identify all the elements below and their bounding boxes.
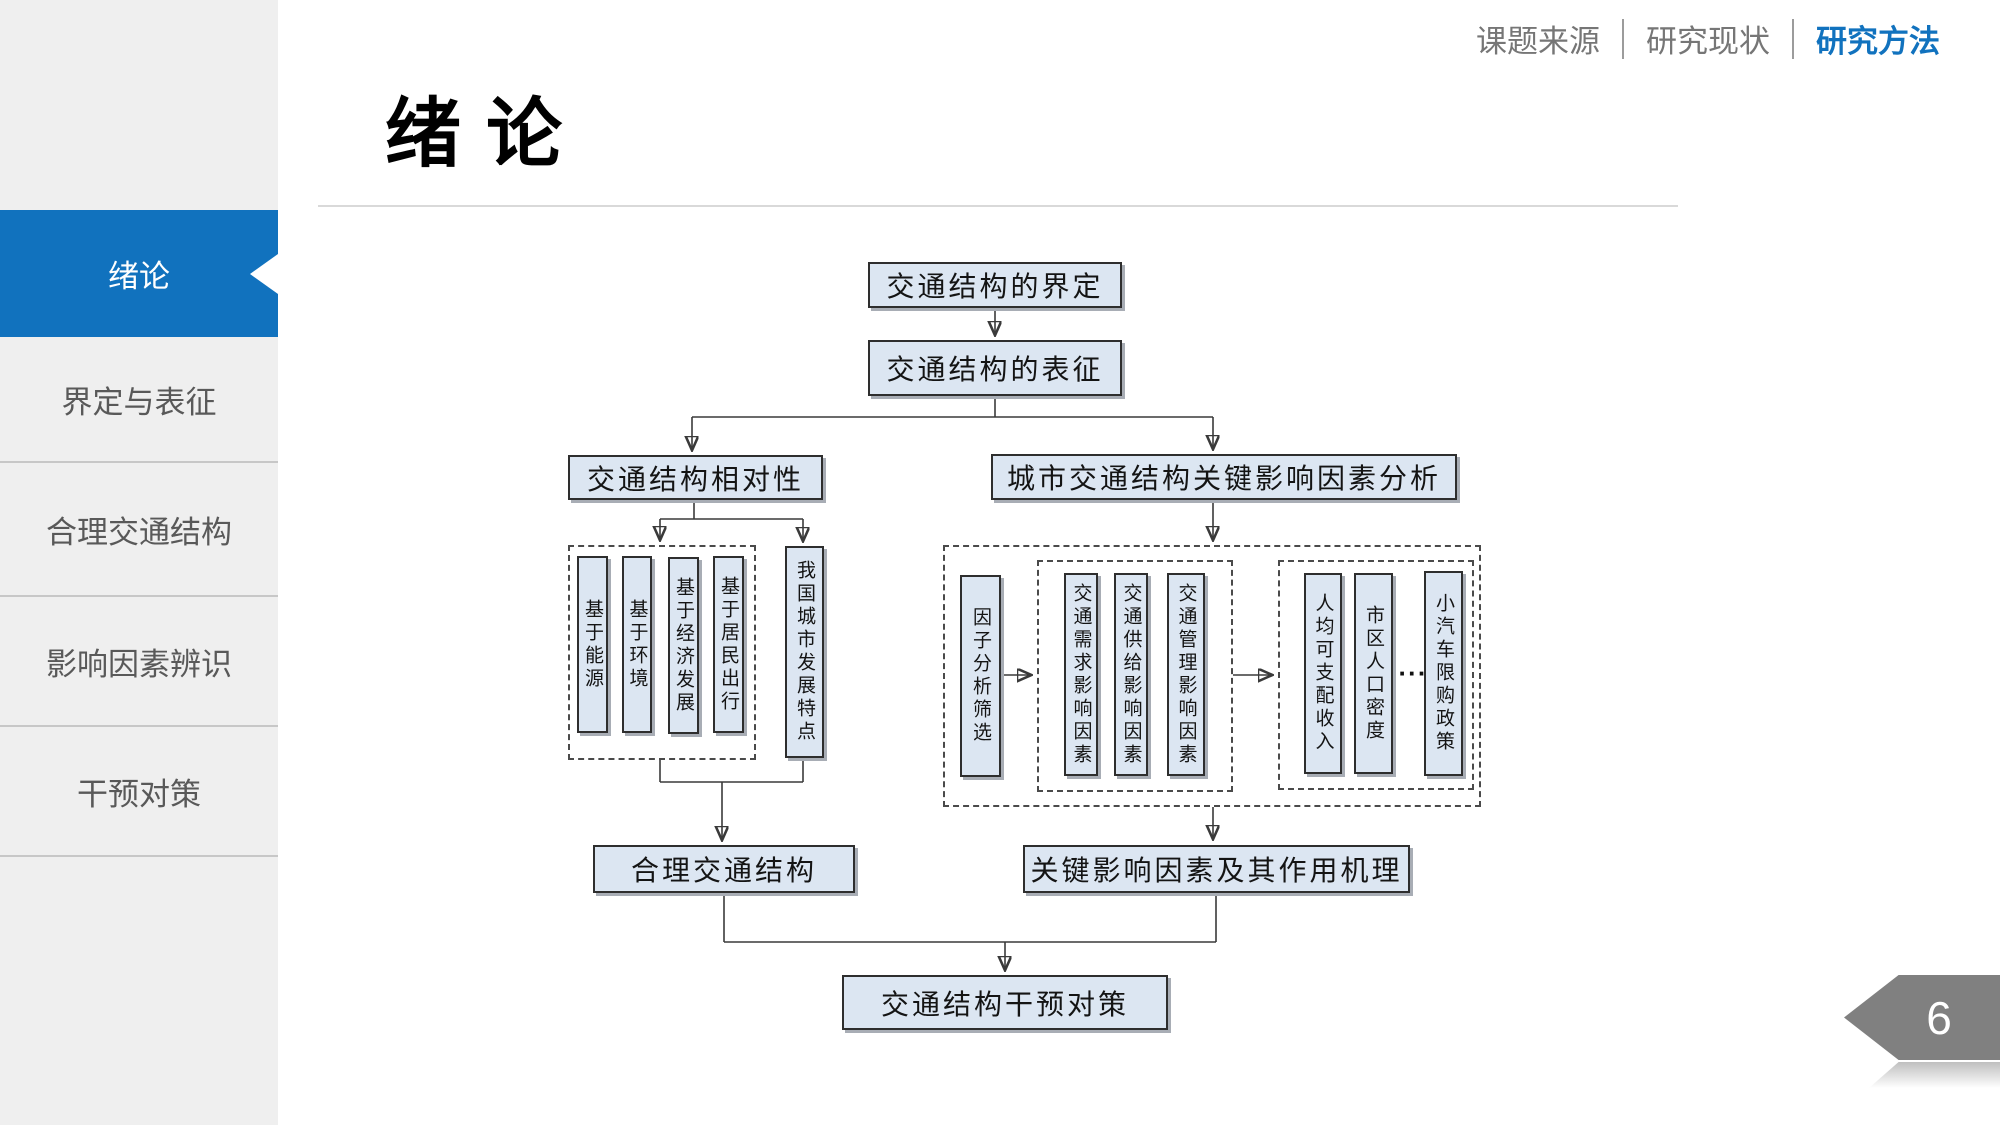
- node-based-on-economy: 基于经济发展: [668, 557, 699, 734]
- node-management-factors: 交通管理影响因素: [1167, 573, 1205, 776]
- node-characterization: 交通结构的表征: [868, 340, 1122, 396]
- node-factor-screening: 因子分析筛选: [960, 575, 1001, 777]
- active-item-arrow-icon: [250, 253, 278, 294]
- node-car-purchase-policy: 小汽车限购政策: [1424, 571, 1463, 776]
- sidebar-item-factor-identification[interactable]: 影响因素辨识: [0, 597, 278, 727]
- sidebar-item-label: 绪论: [108, 259, 170, 294]
- tab-research-status[interactable]: 研究现状: [1646, 24, 1770, 59]
- node-intervention-measures: 交通结构干预对策: [842, 975, 1168, 1030]
- sidebar-item-label: 界定与表征: [61, 384, 217, 420]
- tab-research-method[interactable]: 研究方法: [1816, 24, 1940, 59]
- group-factor-categories: [1037, 560, 1233, 792]
- group-factor-examples: [1278, 560, 1474, 790]
- node-based-on-energy: 基于能源: [577, 556, 608, 733]
- tab-topic-source[interactable]: 课题来源: [1476, 24, 1600, 59]
- group-factor-analysis: [943, 545, 1481, 807]
- nav-divider: [1792, 18, 1794, 59]
- ellipsis-dots: ···: [1398, 657, 1428, 688]
- sidebar-item-rational-structure[interactable]: 合理交通结构: [0, 463, 278, 597]
- sidebar: 绪论 界定与表征 合理交通结构 影响因素辨识 干预对策: [0, 0, 278, 1125]
- node-key-factors-mechanism: 关键影响因素及其作用机理: [1023, 845, 1410, 893]
- group-rational-basis: [568, 545, 756, 760]
- node-population-density: 市区人口密度: [1354, 573, 1393, 774]
- sidebar-item-label: 干预对策: [77, 776, 201, 812]
- sidebar-item-introduction[interactable]: 绪论: [0, 210, 278, 337]
- node-supply-factors: 交通供给影响因素: [1114, 573, 1148, 776]
- nav-divider: [1622, 18, 1624, 59]
- node-definition: 交通结构的界定: [868, 262, 1122, 308]
- sidebar-item-intervention[interactable]: 干预对策: [0, 727, 278, 857]
- sidebar-item-label: 合理交通结构: [46, 514, 232, 550]
- node-rational-structure: 合理交通结构: [593, 845, 855, 893]
- node-key-factor-analysis: 城市交通结构关键影响因素分析: [991, 454, 1457, 500]
- sidebar-item-definition-characterization[interactable]: 界定与表征: [0, 337, 278, 463]
- node-based-on-resident-travel: 基于居民出行: [713, 556, 744, 733]
- node-china-urban-development: 我国城市发展特点: [785, 546, 824, 758]
- top-nav: 课题来源 研究现状 研究方法: [1454, 16, 1962, 61]
- page-number: 6: [1926, 991, 1952, 1044]
- title-divider: [318, 205, 1678, 207]
- node-disposable-income: 人均可支配收入: [1304, 573, 1342, 774]
- page-title: 绪 论: [385, 92, 565, 177]
- node-demand-factors: 交通需求影响因素: [1064, 573, 1098, 776]
- node-relativity: 交通结构相对性: [568, 455, 823, 500]
- node-based-on-environment: 基于环境: [622, 556, 652, 733]
- sidebar-item-label: 影响因素辨识: [46, 646, 232, 682]
